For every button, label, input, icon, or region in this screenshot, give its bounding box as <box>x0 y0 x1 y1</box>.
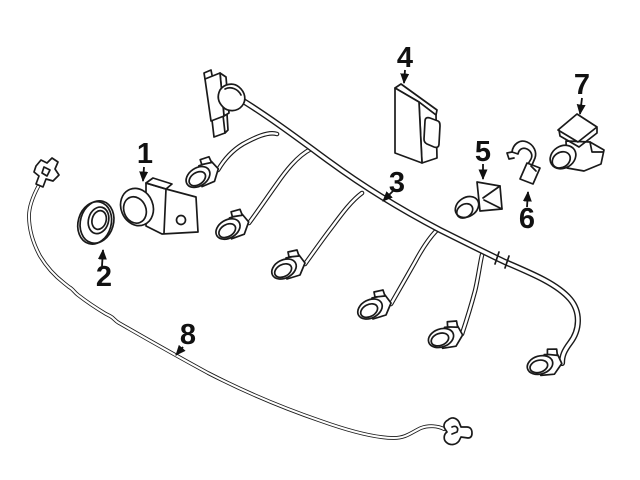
sensor-connector <box>210 208 251 245</box>
callout-6-label: 6 <box>519 203 535 235</box>
part-1-parking-sensor <box>119 177 199 235</box>
callout-4-label: 4 <box>397 42 413 74</box>
harness-plug <box>217 83 246 112</box>
callout-1-arrow <box>139 166 149 182</box>
branch-wire <box>218 133 277 170</box>
callout-4-arrow <box>400 69 410 84</box>
callout-6-arrow <box>522 191 532 208</box>
callout-8-label: 8 <box>180 319 196 351</box>
sensor-connector <box>422 316 466 356</box>
callout-3-arrow <box>382 190 394 202</box>
part-6-sensor-bracket <box>506 140 541 185</box>
wire-8-end-clip <box>443 417 473 446</box>
part-8-harness-wire <box>27 157 473 446</box>
callout-7-arrow <box>576 97 586 115</box>
callout-2-label: 2 <box>96 261 112 293</box>
part-5-parking-sensor <box>454 181 503 219</box>
callout-7-label: 7 <box>574 69 590 101</box>
part-2-grommet <box>76 199 115 245</box>
branch-wire-core <box>247 147 313 225</box>
part-3-sensor-harness <box>179 69 577 384</box>
branch-wire-core <box>216 132 279 172</box>
sensor-connector <box>267 249 306 284</box>
sensor-connector <box>179 155 222 194</box>
callout-1-label: 1 <box>137 138 153 170</box>
callouts: 1 2 3 4 5 6 7 8 <box>96 42 590 356</box>
callout-3-label: 3 <box>389 167 405 199</box>
sensor-connector <box>353 289 392 324</box>
module-connector-port <box>423 116 441 149</box>
callout-2-arrow <box>97 249 107 267</box>
part-7-parking-sensor <box>549 113 605 172</box>
harness-sleeve-ticks <box>494 251 510 269</box>
sensor-connector <box>520 342 566 384</box>
callout-5-label: 5 <box>475 136 491 168</box>
part-4-control-module <box>394 83 441 164</box>
wire-8-start-clip <box>33 157 60 188</box>
callout-8-arrow <box>175 344 186 356</box>
